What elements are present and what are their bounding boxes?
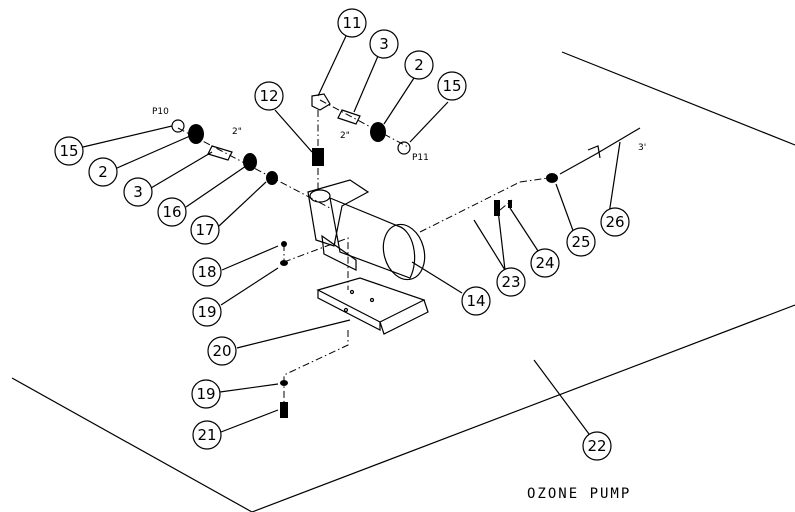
pump-motor — [329, 197, 416, 279]
callout-2-top: 2 — [404, 50, 434, 80]
svg-text:2: 2 — [414, 56, 424, 74]
svg-text:25: 25 — [571, 233, 590, 251]
note-size-3: 3' — [638, 143, 646, 153]
callout-15-top: 15 — [437, 71, 467, 101]
part-2-top-union — [370, 122, 386, 142]
callout-22: 22 — [582, 431, 612, 461]
part-24-fitting — [508, 200, 512, 208]
callout-25: 25 — [566, 227, 596, 257]
svg-text:2: 2 — [98, 163, 108, 181]
part-21-nut — [280, 402, 288, 418]
part-2-left-union — [188, 124, 204, 144]
callout-26: 26 — [600, 207, 630, 237]
svg-text:26: 26 — [605, 213, 624, 231]
drawing-title: OZONE PUMP — [527, 486, 631, 502]
svg-text:12: 12 — [259, 87, 278, 105]
callout-21: 21 — [192, 420, 222, 450]
pump-assembly — [307, 179, 426, 281]
svg-text:17: 17 — [195, 221, 214, 239]
part-12-fitting — [312, 148, 324, 166]
part-18-screw — [281, 241, 287, 247]
platform-sheet — [11, 51, 795, 512]
callout-16: 16 — [157, 197, 187, 227]
part-3-top-pipe — [337, 109, 361, 125]
note-p10: P10 — [152, 107, 169, 117]
svg-text:24: 24 — [535, 254, 554, 272]
part-23-clips — [494, 200, 500, 216]
svg-text:22: 22 — [587, 437, 606, 455]
svg-text:23: 23 — [501, 273, 520, 291]
part-19-washer-lower — [280, 380, 288, 386]
notes: P10 P11 2" 2" 3' — [152, 107, 646, 163]
callout-11: 11 — [337, 8, 367, 38]
callouts: 11 3 2 15 12 15 2 3 16 17 18 19 20 19 21… — [54, 8, 630, 461]
callout-3-top: 3 — [369, 29, 399, 59]
centerlines — [177, 99, 549, 418]
svg-text:11: 11 — [342, 14, 361, 32]
callout-17: 17 — [190, 215, 220, 245]
callout-19-lower: 19 — [191, 379, 221, 409]
svg-text:16: 16 — [162, 203, 181, 221]
svg-text:18: 18 — [197, 263, 216, 281]
part-3-left-pipe — [207, 145, 233, 161]
callout-2-left: 2 — [88, 157, 118, 187]
part-17-fitting — [266, 171, 278, 185]
callout-24: 24 — [530, 248, 560, 278]
note-p11: P11 — [412, 153, 429, 163]
callout-12: 12 — [254, 81, 284, 111]
part-15-left-ring — [171, 119, 185, 133]
callout-20: 20 — [207, 336, 237, 366]
callout-15-left: 15 — [54, 136, 84, 166]
pump-head — [307, 179, 370, 247]
svg-text:14: 14 — [466, 292, 485, 310]
svg-text:15: 15 — [442, 77, 461, 95]
svg-text:20: 20 — [212, 342, 231, 360]
callout-19-upper: 19 — [192, 297, 222, 327]
part-25-connector — [546, 173, 558, 183]
part-11-elbow — [311, 93, 331, 111]
callout-23: 23 — [496, 267, 526, 297]
svg-text:3: 3 — [133, 183, 143, 201]
note-size-2-top: 2" — [340, 131, 350, 141]
svg-text:19: 19 — [197, 303, 216, 321]
note-size-2-left: 2" — [232, 127, 242, 137]
callout-3-left: 3 — [123, 177, 153, 207]
leaders — [82, 35, 621, 435]
part-15-top-ring — [397, 141, 411, 155]
hardware-parts — [171, 93, 641, 418]
svg-text:21: 21 — [197, 426, 216, 444]
part-19-washer-upper — [280, 260, 288, 266]
svg-text:15: 15 — [59, 142, 78, 160]
part-26-tubing — [559, 127, 641, 175]
mounting-bracket — [316, 277, 429, 335]
svg-text:3: 3 — [379, 35, 389, 53]
callout-14: 14 — [461, 286, 491, 316]
part-16-fitting — [243, 153, 257, 171]
callout-18: 18 — [192, 257, 222, 287]
svg-text:19: 19 — [196, 385, 215, 403]
